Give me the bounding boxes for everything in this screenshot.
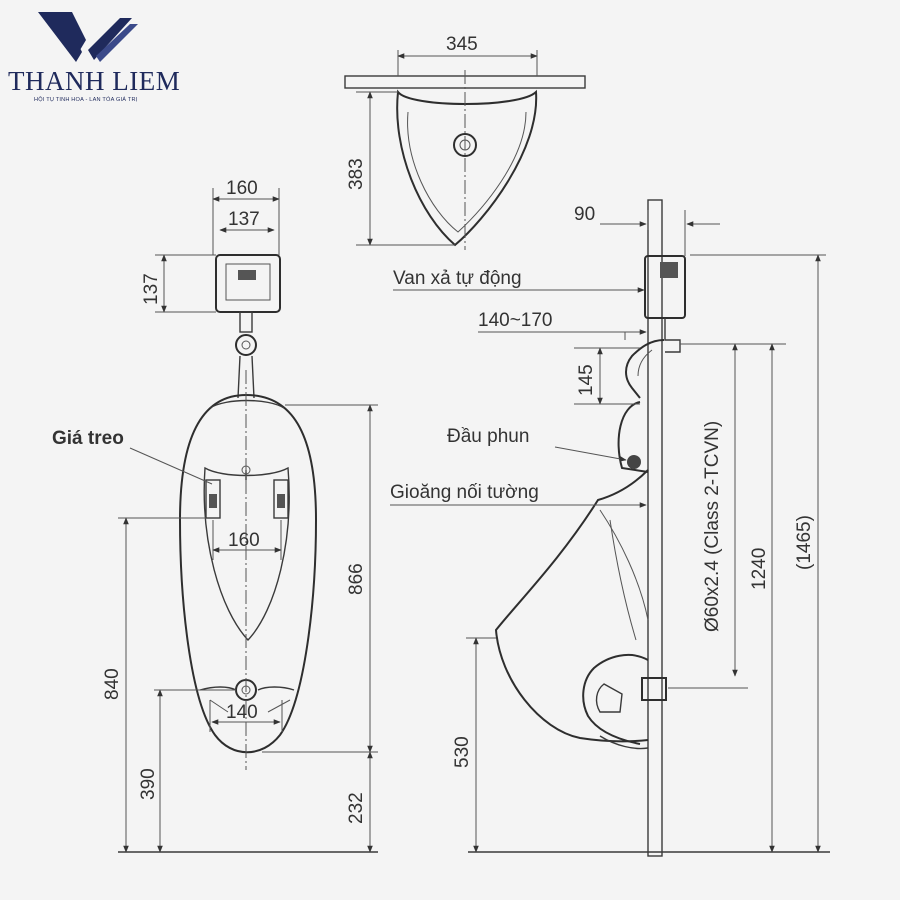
- logo-mark-icon: [38, 12, 138, 62]
- brand-logo: THANH LIEM HỘI TỤ TINH HOA - LAN TỎA GIÁ…: [8, 12, 180, 103]
- label-bracket: Giá treo: [52, 428, 124, 449]
- dim-height-840: 840: [102, 668, 123, 700]
- label-valve: Van xả tự động: [393, 268, 522, 289]
- top-view: 345 383: [344, 34, 586, 250]
- label-pipe-spec: Ø60x2.4 (Class 2-TCVN): [702, 421, 723, 632]
- top-bowl-outline: [396, 89, 538, 247]
- side-wall: [647, 199, 663, 857]
- side-urinal-body: [494, 469, 649, 743]
- front-urinal-body: [178, 393, 318, 754]
- dim-top-width: 345: [446, 34, 478, 55]
- front-pipe-joint: [235, 334, 257, 356]
- dim-outlet-width: 140: [226, 702, 258, 723]
- dim-bracket-spacing: 160: [228, 530, 260, 551]
- dim-spacing-145: 145: [576, 364, 597, 396]
- side-outlet-fitting: [641, 677, 667, 701]
- bracket-left: [205, 479, 221, 519]
- top-drain-icon: [453, 133, 477, 157]
- brand-tagline: HỘI TỤ TINH HOA - LAN TỎA GIÁ TRỊ: [34, 96, 138, 103]
- side-spray-head: [617, 401, 649, 473]
- front-view: 160 137 137 Giá treo 160: [52, 178, 378, 853]
- bracket-right: [273, 479, 289, 519]
- label-gasket: Gioăng nối tường: [390, 482, 539, 503]
- side-view: 90 Van xả tự động 140~170 145 Đầu phun G…: [390, 199, 830, 857]
- dim-height-866: 866: [346, 563, 367, 595]
- dim-valve-height: 137: [141, 273, 162, 305]
- dim-valve-depth: 90: [574, 204, 595, 225]
- dim-height-1465: (1465): [794, 515, 815, 570]
- dim-pipe-range: 140~170: [478, 310, 553, 331]
- dim-height-1240: 1240: [749, 548, 770, 590]
- dim-top-depth: 383: [346, 158, 367, 190]
- side-trap: [582, 653, 649, 745]
- dim-valve-inner: 137: [228, 209, 260, 230]
- brand-name: THANH LIEM: [8, 66, 180, 96]
- label-spray: Đầu phun: [447, 426, 529, 447]
- side-flush-pipe: [625, 339, 665, 399]
- dim-valve-width: 160: [226, 178, 258, 199]
- dim-height-232: 232: [346, 792, 367, 824]
- dim-height-390: 390: [138, 768, 159, 800]
- dim-height-530: 530: [452, 736, 473, 768]
